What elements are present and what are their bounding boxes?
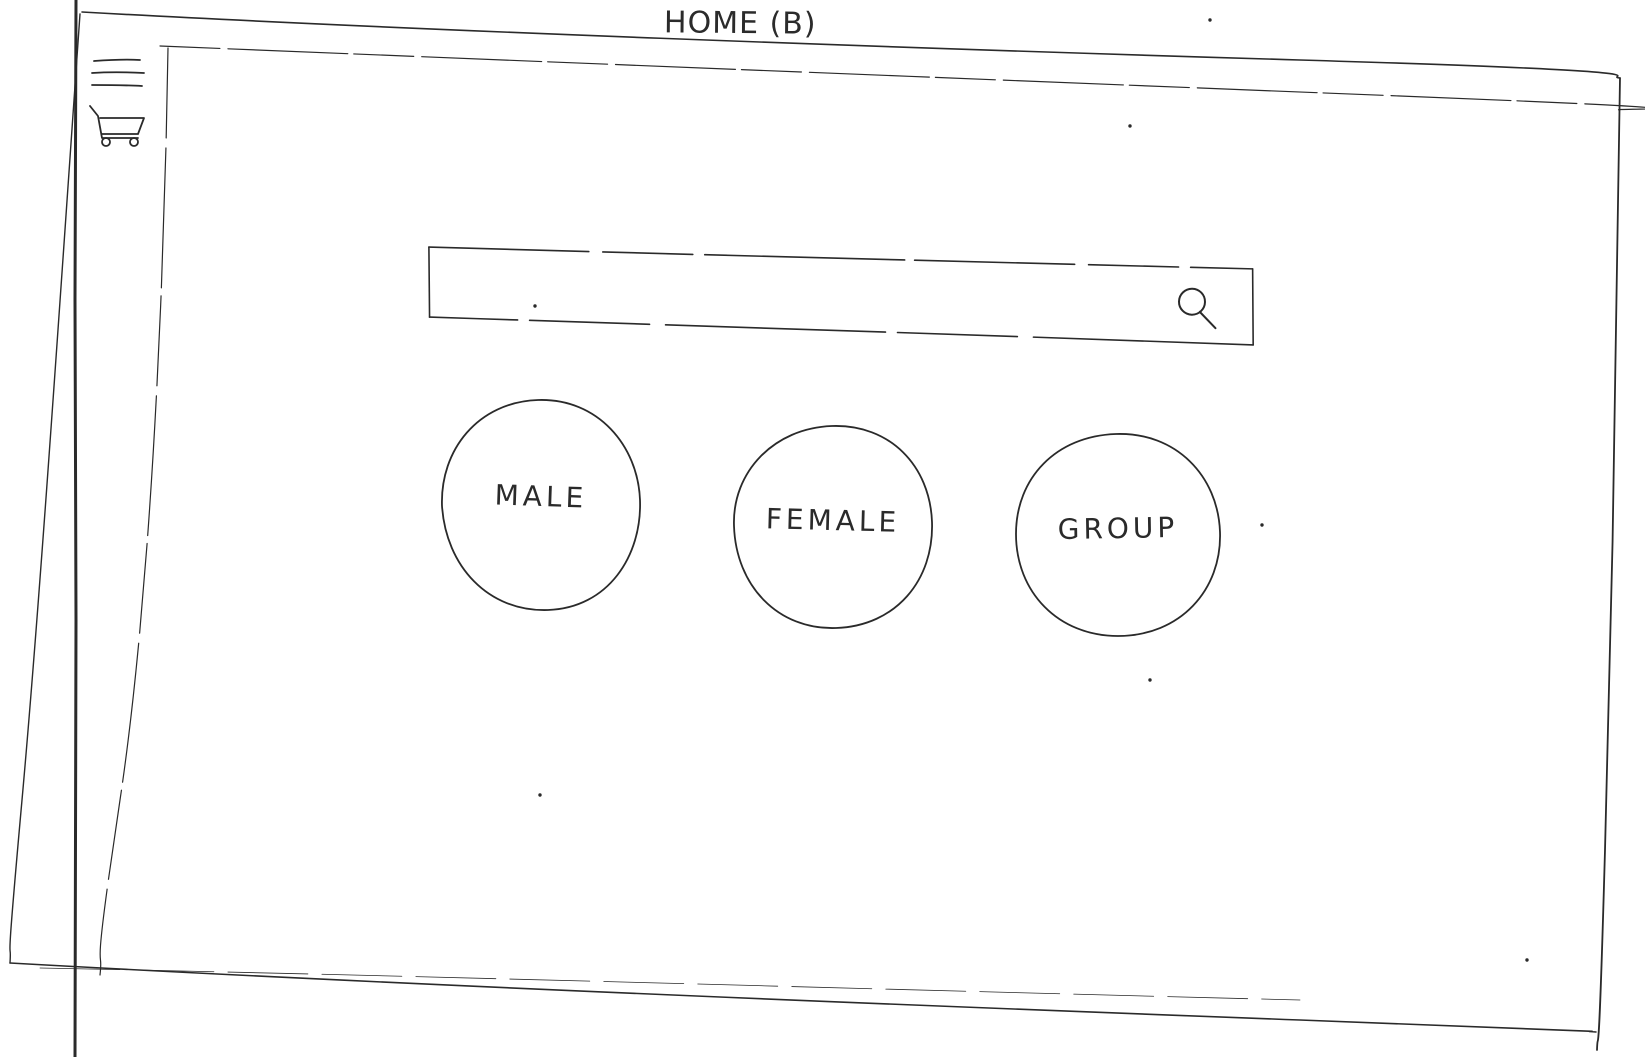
group-category-label: GROUP (1057, 510, 1179, 547)
female-category-button[interactable]: FEMALE (730, 422, 936, 632)
page-title: HOME (B) (663, 5, 817, 42)
male-category-button[interactable]: MALE (438, 396, 644, 614)
hamburger-menu-icon[interactable] (88, 55, 148, 95)
female-category-label: FEMALE (765, 502, 901, 539)
group-category-button[interactable]: GROUP (1012, 430, 1224, 640)
shopping-cart-icon[interactable] (88, 104, 148, 148)
search-icon[interactable] (1167, 279, 1228, 340)
search-bar (425, 245, 1259, 351)
